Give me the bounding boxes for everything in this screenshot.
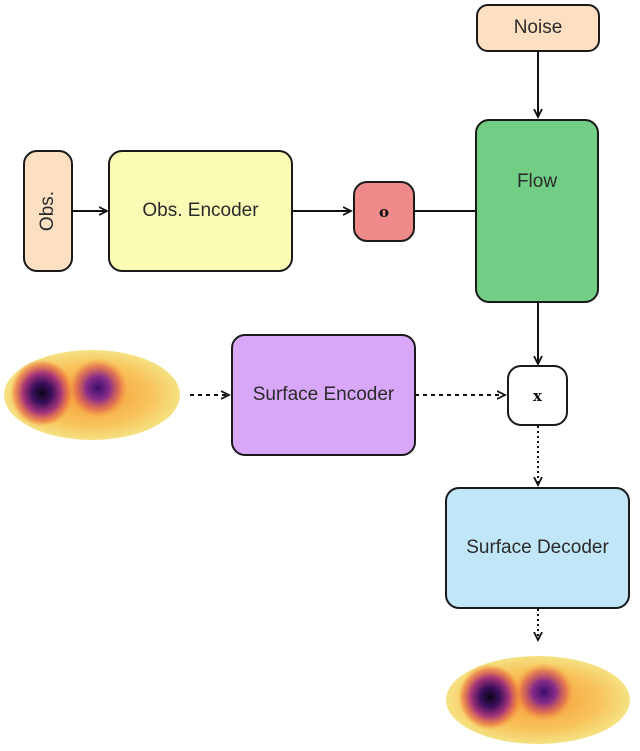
o-variable-label: o xyxy=(378,202,389,221)
o-variable-node: o xyxy=(353,181,415,242)
surface-decoder-node: Surface Decoder xyxy=(445,487,630,609)
surface-decoder-label: Surface Decoder xyxy=(466,537,609,558)
obs-label: Obs. xyxy=(37,190,58,232)
x-variable-node: x xyxy=(507,365,568,426)
output-surface-map xyxy=(446,656,630,744)
input-surface-map xyxy=(4,350,180,440)
x-variable-label: x xyxy=(533,386,542,405)
obs-encoder-label: Obs. Encoder xyxy=(142,200,259,221)
surface-encoder-node: Surface Encoder xyxy=(231,334,416,456)
noise-node: Noise xyxy=(476,4,600,52)
flow-node: Flow xyxy=(475,119,599,303)
obs-node: Obs. xyxy=(23,150,73,272)
obs-encoder-node: Obs. Encoder xyxy=(108,150,293,272)
noise-label: Noise xyxy=(513,17,563,38)
flow-label: Flow xyxy=(516,171,558,192)
surface-encoder-label: Surface Encoder xyxy=(252,384,395,405)
